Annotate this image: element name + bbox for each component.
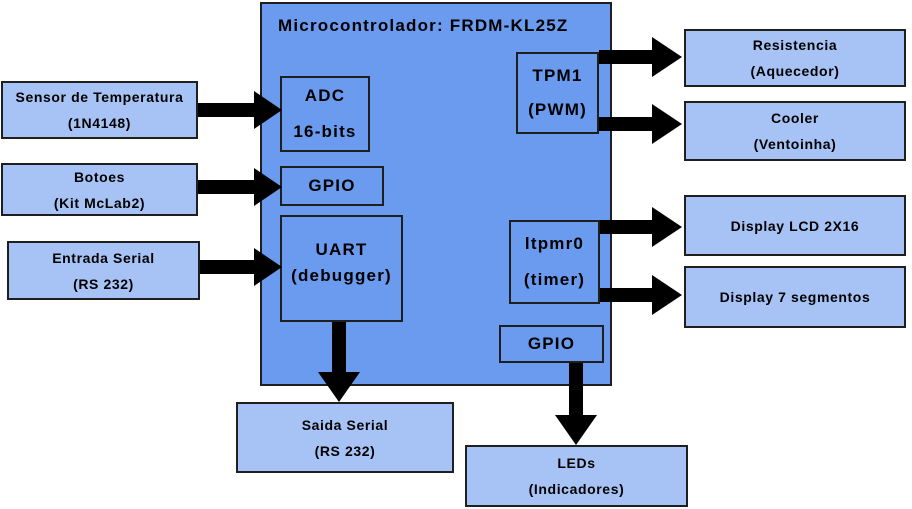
cooler-detail: (Ventoinha) — [753, 136, 837, 152]
gpio-input-module: GPIO — [280, 166, 384, 206]
resistencia-detail: (Aquecedor) — [750, 63, 840, 79]
entrada-serial-standard: (RS 232) — [73, 275, 134, 292]
tpm1-label: TPM1 — [532, 66, 583, 85]
arrow-tpm1-to-cooler — [599, 104, 682, 144]
display-lcd-label: Display LCD 2X16 — [730, 217, 860, 234]
adc-resolution: 16-bits — [293, 122, 357, 141]
gpio-output-module: GPIO — [499, 325, 604, 363]
adc-label: ADC — [304, 86, 346, 105]
resistencia-box: Resistencia (Aquecedor) — [684, 29, 906, 87]
arrow-ltpmr0-to-7seg — [600, 275, 682, 315]
saida-serial-box: Saida Serial (RS 232) — [236, 402, 454, 473]
ltpmr0-subtitle: (timer) — [523, 270, 586, 289]
gpio-output-label: GPIO — [527, 334, 576, 353]
arrow-botoes-to-gpio — [198, 168, 282, 206]
resistencia-label: Resistencia — [752, 37, 838, 53]
leds-box: LEDs (Indicadores) — [465, 445, 688, 507]
gpio-input-label: GPIO — [308, 176, 356, 195]
botoes-box: Botoes (Kit McLab2) — [1, 163, 198, 216]
saida-serial-standard: (RS 232) — [314, 442, 376, 459]
tpm1-subtitle: (PWM) — [528, 100, 587, 119]
arrow-entrada-to-uart — [200, 248, 282, 286]
display-lcd-box: Display LCD 2X16 — [684, 195, 906, 256]
uart-subtitle: (debugger) — [291, 266, 392, 285]
sensor-temperatura-part: (1N4148) — [67, 115, 132, 131]
cooler-box: Cooler (Ventoinha) — [684, 101, 906, 161]
leds-label: LEDs — [557, 455, 596, 471]
botoes-label: Botoes — [73, 168, 126, 185]
sensor-temperatura-label: Sensor de Temperatura — [15, 89, 184, 105]
tpm1-module: TPM1 (PWM) — [516, 52, 599, 134]
arrow-sensor-to-adc — [198, 91, 282, 129]
sensor-temperatura-box: Sensor de Temperatura (1N4148) — [1, 81, 198, 139]
ltpmr0-module: ltpmr0 (timer) — [509, 220, 600, 304]
botoes-kit: (Kit McLab2) — [53, 194, 146, 211]
uart-module: UART (debugger) — [280, 215, 403, 322]
arrow-ltpmr0-to-lcd — [600, 207, 682, 247]
cooler-label: Cooler — [771, 110, 819, 126]
ltpmr0-label: ltpmr0 — [524, 234, 585, 253]
arrow-uart-to-saida — [318, 322, 360, 402]
microcontroller-title: Microcontrolador: FRDM-KL25Z — [278, 16, 569, 35]
leds-detail: (Indicadores) — [528, 481, 625, 497]
entrada-serial-label: Entrada Serial — [52, 249, 155, 266]
arrow-gpio-to-leds — [555, 363, 597, 445]
adc-module: ADC 16-bits — [280, 76, 370, 152]
arrow-tpm1-to-resistencia — [599, 37, 682, 77]
entrada-serial-box: Entrada Serial (RS 232) — [7, 241, 200, 300]
saida-serial-label: Saida Serial — [301, 416, 389, 433]
display-7seg-box: Display 7 segmentos — [684, 266, 906, 328]
uart-label: UART — [315, 240, 368, 259]
display-7seg-label: Display 7 segmentos — [719, 289, 871, 305]
